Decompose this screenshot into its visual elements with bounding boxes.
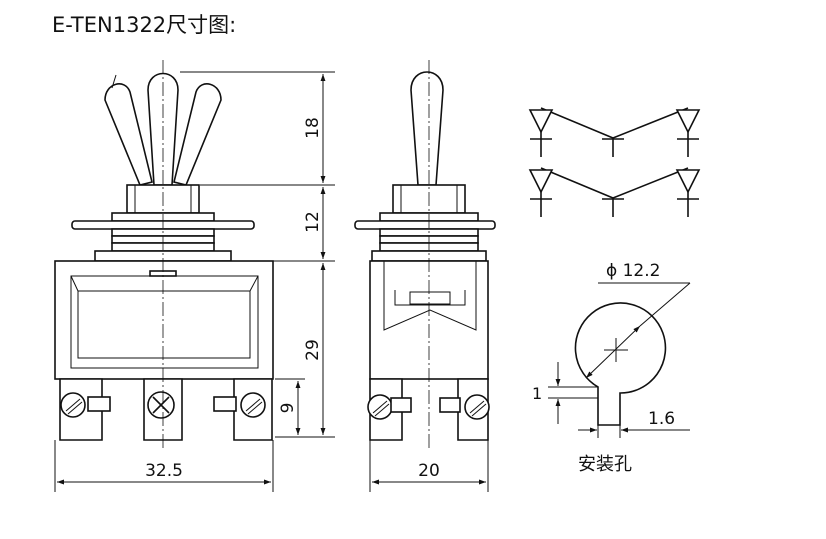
circuit-symbol xyxy=(528,107,701,217)
front-vertical-dims: 18 12 29 9 xyxy=(180,71,335,438)
front-terminals xyxy=(59,378,273,441)
side-view: 20 xyxy=(354,60,496,492)
mounting-hole-detail: ϕ 12.2 1 1.6 安装孔 xyxy=(532,261,691,475)
dim-terminal-height: 9 xyxy=(278,403,298,414)
mounting-hole-label: 安装孔 xyxy=(578,454,632,475)
front-view: 18 12 29 9 32.5 xyxy=(54,60,335,492)
drawing-title: E-TEN1322尺寸图: xyxy=(52,13,236,37)
dim-bushing-height: 12 xyxy=(303,211,323,233)
dim-side-width: 20 xyxy=(418,461,440,481)
dim-key-depth: 1 xyxy=(532,384,542,403)
dim-key-width: 1.6 xyxy=(648,409,675,429)
front-body xyxy=(54,260,274,380)
front-width-dim: 32.5 xyxy=(54,440,274,492)
side-lever xyxy=(410,71,444,186)
circuit-row-top xyxy=(528,107,701,157)
dim-front-width: 32.5 xyxy=(145,461,183,481)
dim-hole-diameter: ϕ 12.2 xyxy=(606,261,660,281)
dim-body-height: 29 xyxy=(303,339,323,361)
dim-lever-height: 18 xyxy=(303,117,323,139)
circuit-row-bottom xyxy=(528,167,701,217)
